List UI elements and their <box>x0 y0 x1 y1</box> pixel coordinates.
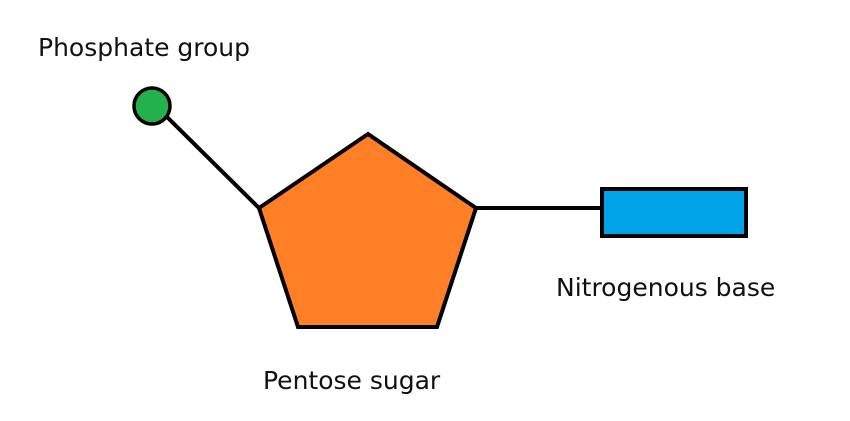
nitrogenous-base-rect <box>600 187 748 238</box>
nitrogenous-base-label: Nitrogenous base <box>556 273 776 302</box>
pentose-sugar-pentagon <box>256 131 479 329</box>
phosphate-group-label: Phosphate group <box>38 33 251 62</box>
phosphate-group-circle <box>132 86 172 126</box>
pentose-sugar-label: Pentose sugar <box>263 366 441 395</box>
phosphate-sugar-bond <box>160 110 261 210</box>
